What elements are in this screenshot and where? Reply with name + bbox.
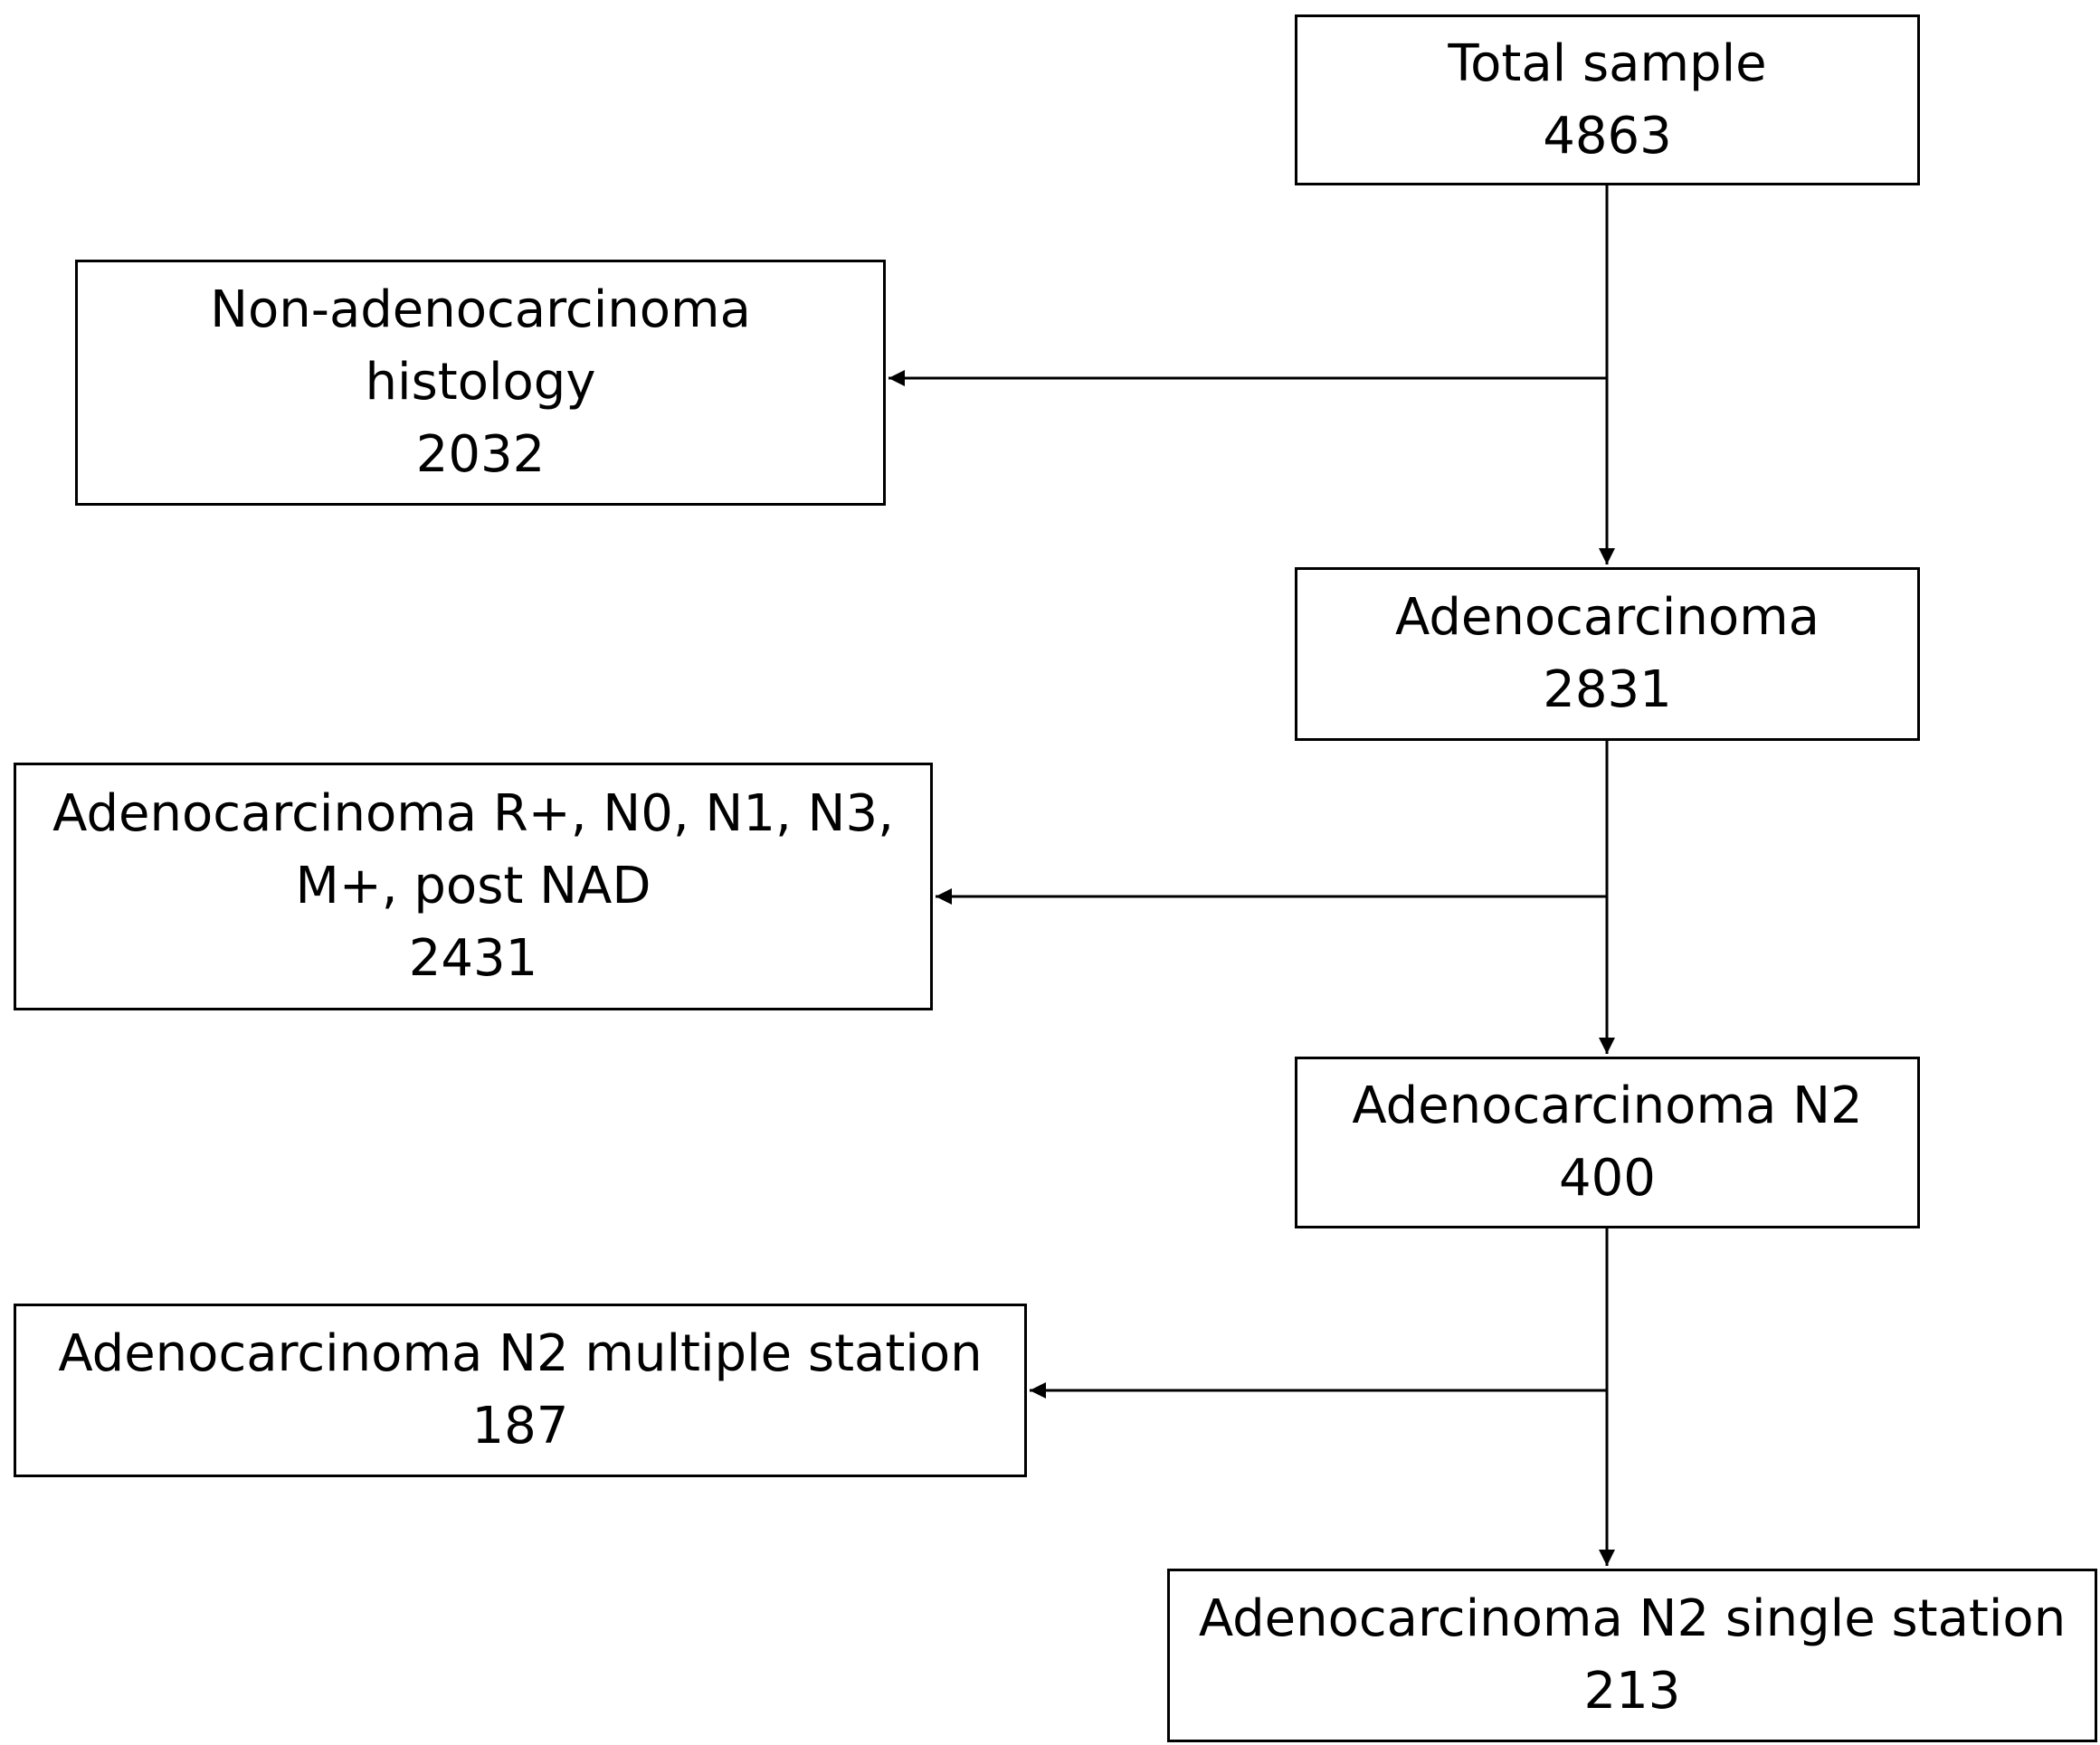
total-sample-label: Total sample — [1448, 33, 1767, 93]
excluded-adenocarcinoma-box: Adenocarcinoma R+, N0, N1, N3, M+, post … — [14, 763, 933, 1010]
non-adenocarcinoma-label-line1: Non-adenocarcinoma — [210, 280, 751, 339]
n2-multiple-station-count: 187 — [471, 1397, 569, 1456]
n2-multiple-station-label: Adenocarcinoma N2 multiple station — [58, 1324, 983, 1383]
n2-single-station-label: Adenocarcinoma N2 single station — [1198, 1589, 2067, 1648]
adenocarcinoma-label: Adenocarcinoma — [1395, 588, 1820, 647]
non-adenocarcinoma-label-line2: histology — [365, 353, 596, 412]
adenocarcinoma-n2-label: Adenocarcinoma N2 — [1352, 1076, 1863, 1135]
non-adenocarcinoma-box: Non-adenocarcinoma histology 2032 — [75, 260, 886, 506]
excluded-adenocarcinoma-label-line2: M+, post NAD — [295, 857, 651, 915]
excluded-adenocarcinoma-count: 2431 — [408, 929, 538, 988]
adenocarcinoma-count: 2831 — [1543, 660, 1672, 719]
n2-single-station-box: Adenocarcinoma N2 single station 213 — [1167, 1569, 2097, 1742]
adenocarcinoma-n2-count: 400 — [1559, 1149, 1656, 1208]
total-sample-count: 4863 — [1543, 106, 1672, 166]
excluded-adenocarcinoma-label-line1: Adenocarcinoma R+, N0, N1, N3, — [52, 784, 894, 843]
n2-single-station-count: 213 — [1583, 1662, 1681, 1721]
non-adenocarcinoma-count: 2032 — [415, 425, 546, 484]
adenocarcinoma-box: Adenocarcinoma 2831 — [1295, 567, 1920, 741]
n2-multiple-station-box: Adenocarcinoma N2 multiple station 187 — [14, 1304, 1027, 1477]
total-sample-box: Total sample 4863 — [1295, 14, 1920, 185]
adenocarcinoma-n2-box: Adenocarcinoma N2 400 — [1295, 1057, 1920, 1228]
